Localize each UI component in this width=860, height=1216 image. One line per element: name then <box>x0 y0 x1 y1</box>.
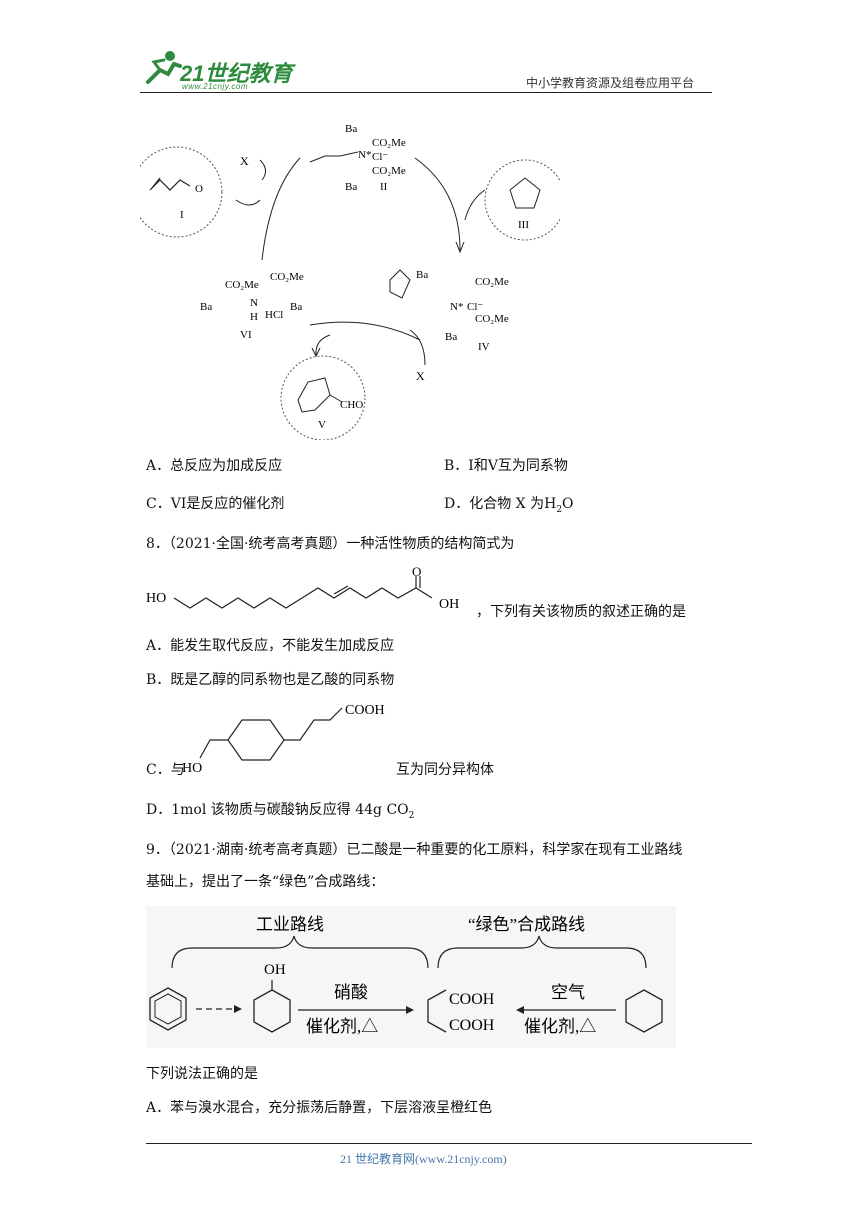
compound-IV-co2me-1: CO₂Me <box>475 276 509 288</box>
q7-option-D-h: H <box>544 496 557 512</box>
q7-option-D-sub: 2 <box>556 504 563 515</box>
q9-stem-line1: 9．（2021·湖南·统考高考真题）已二酸是一种重要的化工原料，科学家在现有工业… <box>146 842 683 858</box>
compound-II-co2me-2: CO₂Me <box>372 165 406 177</box>
q9-catalyst-label-1: 催化剂,△ <box>306 1017 378 1036</box>
compound-I-label: I <box>180 209 184 221</box>
q7-option-D[interactable]: D．化合物 X 为H2O <box>444 494 574 520</box>
q8-option-C-prefix: C．与 <box>146 762 185 778</box>
runner-logo-icon <box>146 51 182 84</box>
q9-cyclohexanol <box>253 989 291 1033</box>
q9-industrial-route-label: 工业路线 <box>256 915 324 934</box>
q7-option-B[interactable]: B．I和V互为同系物 <box>444 458 568 474</box>
catalytic-cycle-diagram: O I X Ba CO₂Me N* Cl⁻ CO₂Me Ba II III Ba… <box>140 123 560 440</box>
q9-stem-line2: 基础上，提出了一条“绿色”合成路线： <box>146 874 385 890</box>
compound-V-circle <box>280 355 366 440</box>
x-product-label-2: X <box>416 369 425 383</box>
compound-IV-co2me-2: CO₂Me <box>475 313 509 325</box>
platform-name: 中小学教育资源及组卷应用平台 <box>526 76 695 90</box>
logo: 21世纪教育 www.21cnjy.com <box>140 48 310 92</box>
q7-option-C[interactable]: C．VI是反应的催化剂 <box>146 496 285 512</box>
q8-option-D[interactable]: D．1mol 该物质与碳酸钠反应得 44g CO2 <box>146 800 414 826</box>
compound-II-label: II <box>380 181 388 193</box>
q8-option-C-ho: HO <box>182 761 202 776</box>
compound-V-label: V <box>318 419 326 431</box>
q8-option-A[interactable]: A．能发生取代反应，不能发生加成反应 <box>146 638 395 654</box>
footer-link[interactable]: 21 世纪教育网(www.21cnjy.com) <box>340 1152 507 1166</box>
q8-option-C-cooh: COOH <box>345 703 385 718</box>
q8-option-D-sub: 2 <box>408 810 415 821</box>
q9-nitric-acid-label: 硝酸 <box>334 983 368 1002</box>
compound-II-ba-1: Ba <box>345 123 357 135</box>
q8-stem-tail: ，下列有关该物质的叙述正确的是 <box>476 604 686 620</box>
q8-structure: HO O OH <box>146 566 459 612</box>
compound-IV-ba-1: Ba <box>416 269 428 281</box>
q9-air-label: 空气 <box>551 983 585 1002</box>
q9-cyclohexane <box>625 989 663 1033</box>
compound-I-circle <box>140 146 223 238</box>
q8-oh: OH <box>439 597 459 612</box>
q7-option-A[interactable]: A．总反应为加成反应 <box>146 458 283 474</box>
compound-VI-n: N <box>250 297 258 309</box>
q9-cooh-label-2: COOH <box>449 1017 495 1034</box>
compound-III-circle <box>484 159 560 241</box>
q7-option-D-text: D．化合物 X 为 <box>444 496 545 512</box>
x-product-label-1: X <box>240 154 249 168</box>
q8-option-C[interactable]: C．与 <box>146 760 185 780</box>
compound-II-nstar: N* <box>358 149 371 161</box>
q7-option-D-o: O <box>562 496 574 512</box>
footer-rule <box>146 1143 752 1144</box>
compound-IV-label: IV <box>478 341 490 353</box>
compound-VI-ba-1: Ba <box>200 301 212 313</box>
q9-cooh-label-1: COOH <box>449 991 495 1008</box>
compound-VI-ba-2: Ba <box>290 301 302 313</box>
compound-II-cl: Cl⁻ <box>372 151 388 163</box>
compound-VI-co2me-1: CO₂Me <box>225 279 259 291</box>
compound-VI-label: VI <box>240 329 252 341</box>
compound-IV-nstar: N* <box>450 301 463 313</box>
compound-II-co2me-1: CO₂Me <box>372 137 406 149</box>
compound-V-cho: CHO <box>340 399 363 411</box>
compound-VI-h: H <box>250 311 258 323</box>
q8-o-top: O <box>412 566 421 579</box>
compound-I-oxygen: O <box>195 183 203 195</box>
q8-option-C-structure: HO COOH <box>182 703 385 776</box>
q9-oh-label: OH <box>264 962 286 978</box>
q9-adipic-acid <box>427 989 447 1033</box>
q8-option-C-suffix: 互为同分异构体 <box>396 762 494 778</box>
header-rule <box>140 92 712 93</box>
logo-text: 21世纪教育 <box>180 61 293 86</box>
compound-III-label: III <box>518 219 529 231</box>
logo-url: www.21cnjy.com <box>182 82 248 91</box>
compound-VI-hcl: HCl <box>265 309 283 321</box>
q8-option-D-text: D．1mol 该物质与碳酸钠反应得 44g CO <box>146 802 409 818</box>
compound-IV-cl: Cl⁻ <box>467 301 483 313</box>
q9-which: 下列说法正确的是 <box>146 1066 258 1082</box>
compound-VI-co2me-2: CO₂Me <box>270 271 304 283</box>
q9-catalyst-label-2: 催化剂,△ <box>524 1017 596 1036</box>
q9-option-A[interactable]: A．苯与溴水混合，充分振荡后静置，下层溶液呈橙红色 <box>146 1100 493 1116</box>
q8-ho: HO <box>146 591 166 606</box>
q9-green-route-label: “绿色”合成路线 <box>468 915 585 934</box>
q9-benzene <box>149 987 187 1031</box>
q8-option-B[interactable]: B．既是乙醇的同系物也是乙酸的同系物 <box>146 672 395 688</box>
compound-IV-ba-2: Ba <box>445 331 457 343</box>
q9-synthesis-route-diagram: 工业路线 “绿色”合成路线 OH 硝酸 催化剂,△ COOH COOH 空气 催… <box>146 906 676 1048</box>
q8-stem: 8．（2021·全国·统考高考真题）一种活性物质的结构简式为 <box>146 536 515 552</box>
compound-II-ba-2: Ba <box>345 181 357 193</box>
